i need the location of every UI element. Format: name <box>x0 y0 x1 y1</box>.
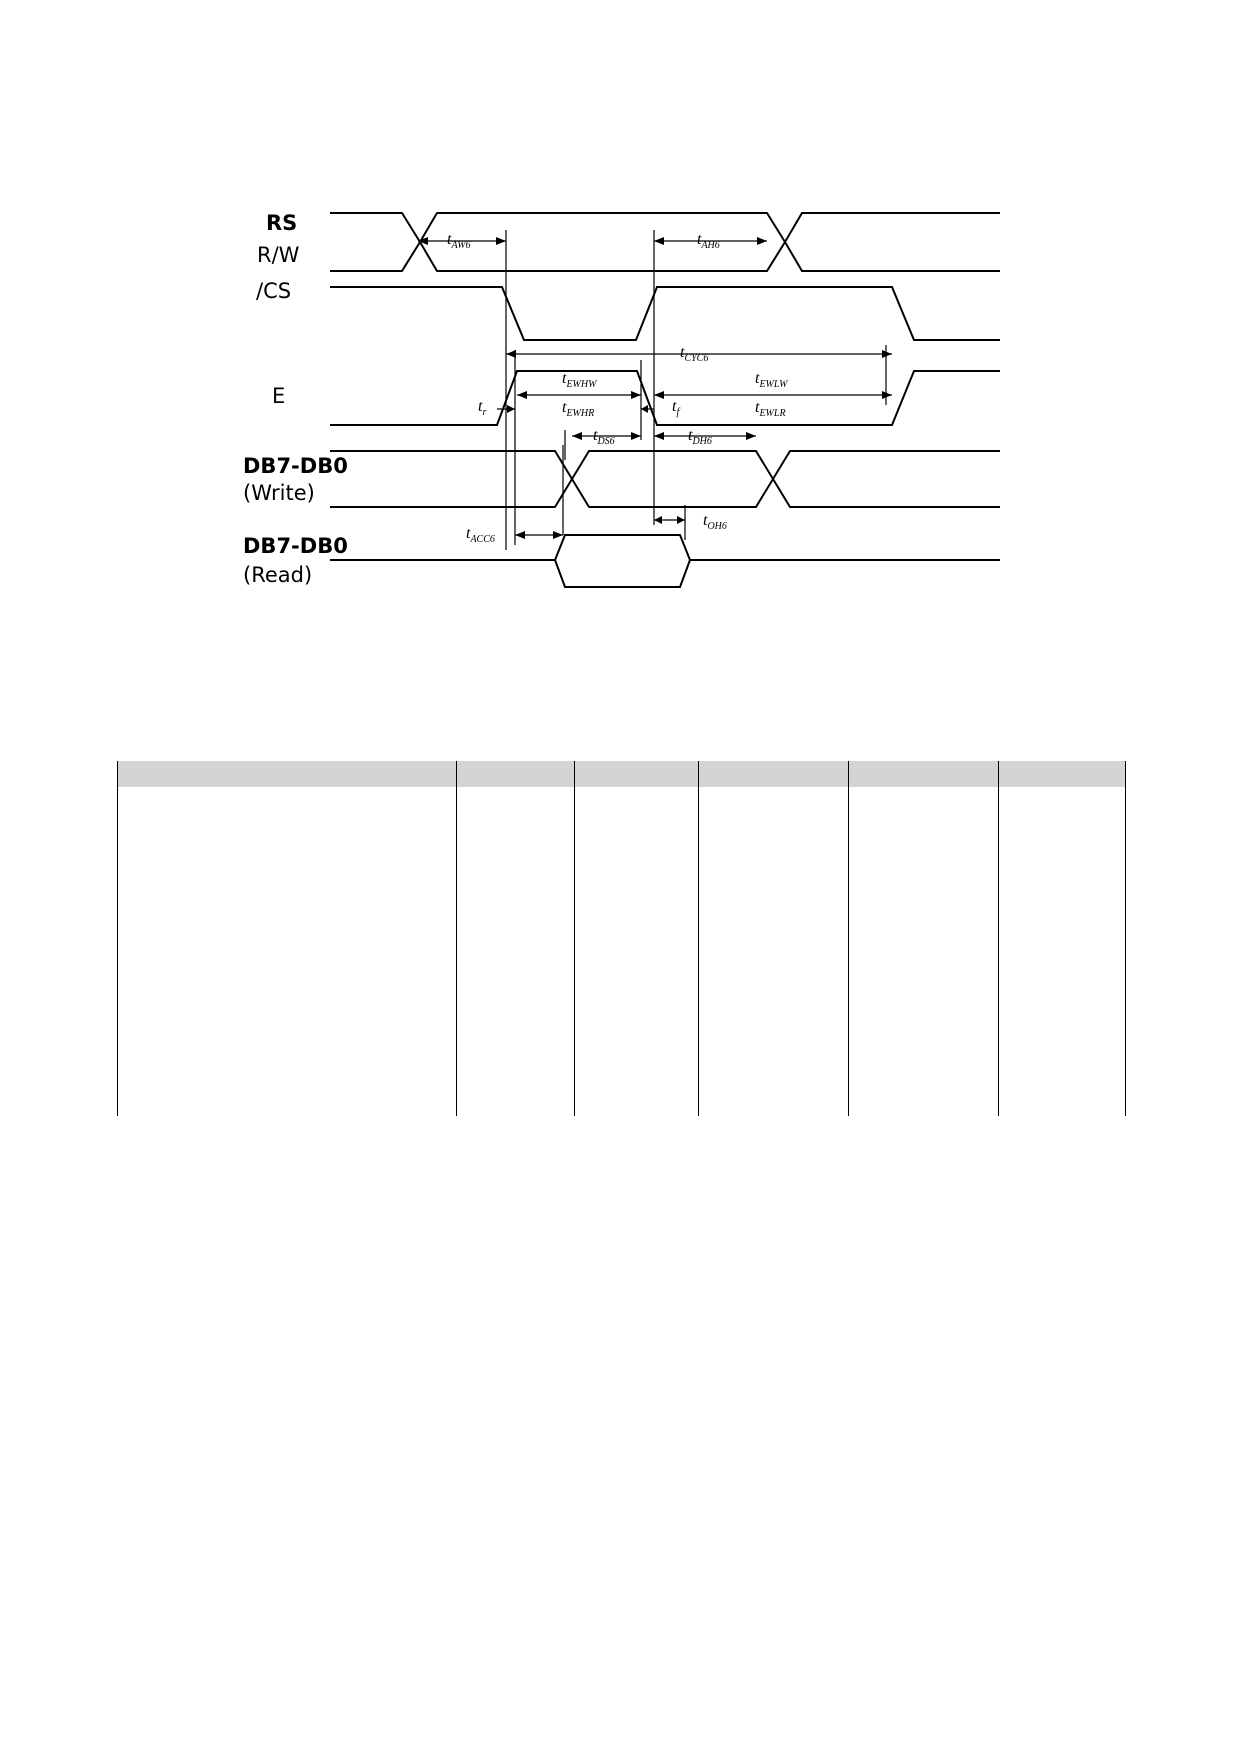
table-header-cell <box>998 761 1126 787</box>
table-header-cell <box>456 761 575 787</box>
signal-label-e: E <box>272 384 285 408</box>
table-header-cell <box>117 761 457 787</box>
table-cell <box>698 787 849 1116</box>
signal-label-rs: RS <box>266 211 297 235</box>
rs-rw-waveform-bottom <box>330 240 1000 272</box>
timing-label-tdh: tDH6 <box>688 427 712 447</box>
db-read-waveform-top <box>330 534 1000 561</box>
table-cell <box>574 787 699 1116</box>
timing-label-tewlw: tEWLW <box>755 370 789 390</box>
table-header-cell <box>574 761 699 787</box>
signal-label-db-read: DB7-DB0 <box>243 534 348 558</box>
timing-spec-table <box>117 761 1126 1116</box>
db-write-waveform-top <box>330 450 1000 481</box>
db-read-waveform-bottom <box>554 559 691 588</box>
cs-waveform <box>330 286 1000 341</box>
table-header-cell <box>698 761 849 787</box>
timing-label-tcyc: tCYC6 <box>680 344 708 364</box>
dimension-arrows <box>418 237 892 539</box>
timing-label-tah: tAH6 <box>697 231 720 251</box>
timing-label-tf: tf <box>672 398 680 418</box>
timing-label-tewhr: tEWHR <box>562 399 594 419</box>
timing-label-tr: tr <box>478 398 486 418</box>
signal-label-cs: /CS <box>256 279 291 303</box>
table-cell <box>456 787 575 1116</box>
timing-label-tds: tDS6 <box>593 427 615 447</box>
table-row <box>117 787 1126 1116</box>
timing-label-tewhw: tEWHW <box>562 370 598 390</box>
db-write-waveform-bottom <box>330 477 1000 508</box>
e-waveform <box>330 370 1000 426</box>
signal-label-db-read-mode: (Read) <box>243 563 312 587</box>
table-header-cell <box>848 761 999 787</box>
table-header-row <box>117 761 1126 787</box>
timing-diagram: RS R/W /CS E DB7-DB0 (Write) DB7-DB0 (Re… <box>243 211 1000 588</box>
timing-label-toh: tOH6 <box>703 512 727 532</box>
timing-label-tacc: tACC6 <box>466 525 495 545</box>
timing-label-taw: tAW6 <box>447 231 471 251</box>
signal-label-db-write: DB7-DB0 <box>243 454 348 478</box>
signal-label-rw: R/W <box>257 243 300 267</box>
table-cell <box>848 787 999 1116</box>
rs-rw-waveform-top <box>330 212 1000 244</box>
table-cell <box>117 787 457 1116</box>
table-cell <box>998 787 1126 1116</box>
signal-label-db-write-mode: (Write) <box>243 481 315 505</box>
timing-label-tewlr: tEWLR <box>755 399 786 419</box>
